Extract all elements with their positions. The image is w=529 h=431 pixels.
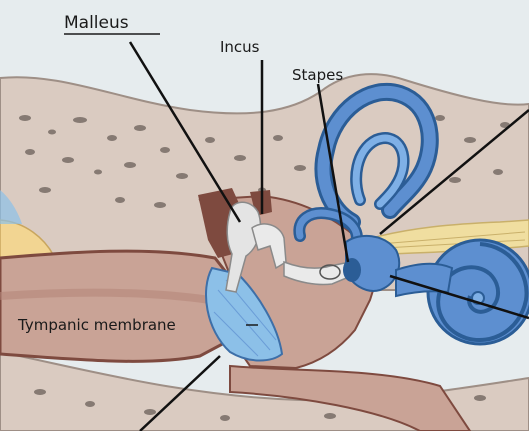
ear-canal <box>0 251 232 361</box>
oval-window <box>343 258 361 282</box>
label-incus: Incus <box>220 38 260 56</box>
label-tympanic-membrane: Tympanic membrane <box>17 316 176 334</box>
label-stapes: Stapes <box>292 66 343 84</box>
label-malleus: Malleus <box>64 13 129 33</box>
